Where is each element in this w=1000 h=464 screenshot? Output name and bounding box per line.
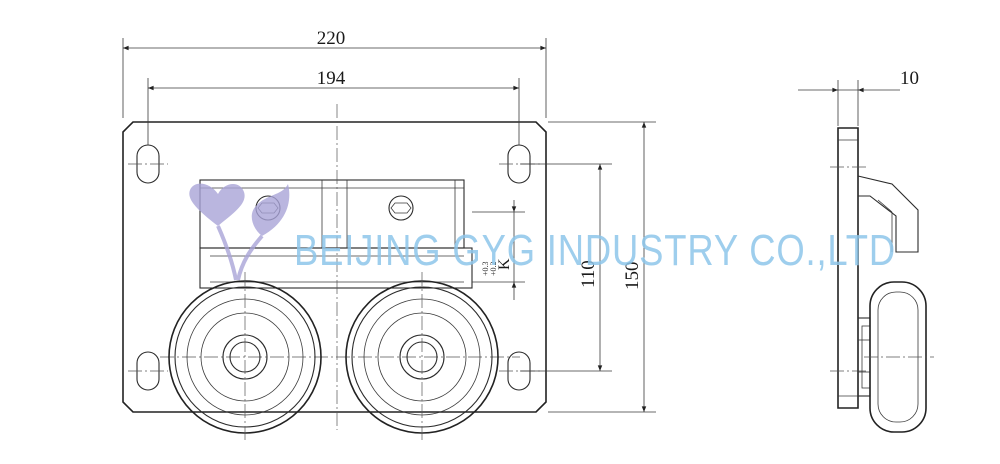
watermark-text: BEIJING GYG INDUSTRY CO.,LTD [294, 226, 896, 275]
hex-bolt-right [388, 195, 414, 221]
side-plate [837, 127, 859, 409]
k-tolerance-lower: +0.2 [489, 261, 498, 276]
k-label: K [496, 258, 513, 270]
dimension-150: 150 [548, 121, 656, 413]
dim-overall-width: 220 [317, 28, 346, 49]
company-logo [189, 183, 290, 281]
watermark: BEIJING GYG INDUSTRY CO.,LTD [189, 183, 896, 281]
dimension-194: 194 [147, 68, 520, 145]
k-dimension: K +0.3 +0.2 [472, 200, 525, 300]
front-view: K +0.3 +0.2 220 194 110 [122, 28, 656, 440]
side-wheel [864, 281, 934, 433]
side-bracket [857, 175, 919, 253]
wheel-right [345, 272, 499, 440]
dimension-110: 110 [520, 163, 612, 372]
side-view: 10 [798, 68, 934, 433]
dim-thickness: 10 [900, 68, 919, 89]
dim-wheel-height: 110 [578, 260, 599, 288]
mounting-hole-top-left [128, 144, 168, 184]
mounting-hole-bottom-left [128, 351, 168, 391]
k-tolerance-upper: +0.3 [481, 261, 490, 276]
wheel-left [168, 272, 322, 440]
dim-overall-height: 150 [622, 262, 643, 291]
base-plate [122, 121, 547, 413]
dimension-220: 220 [122, 28, 547, 118]
dim-hole-spacing: 194 [317, 68, 346, 89]
dimension-10: 10 [798, 68, 919, 126]
